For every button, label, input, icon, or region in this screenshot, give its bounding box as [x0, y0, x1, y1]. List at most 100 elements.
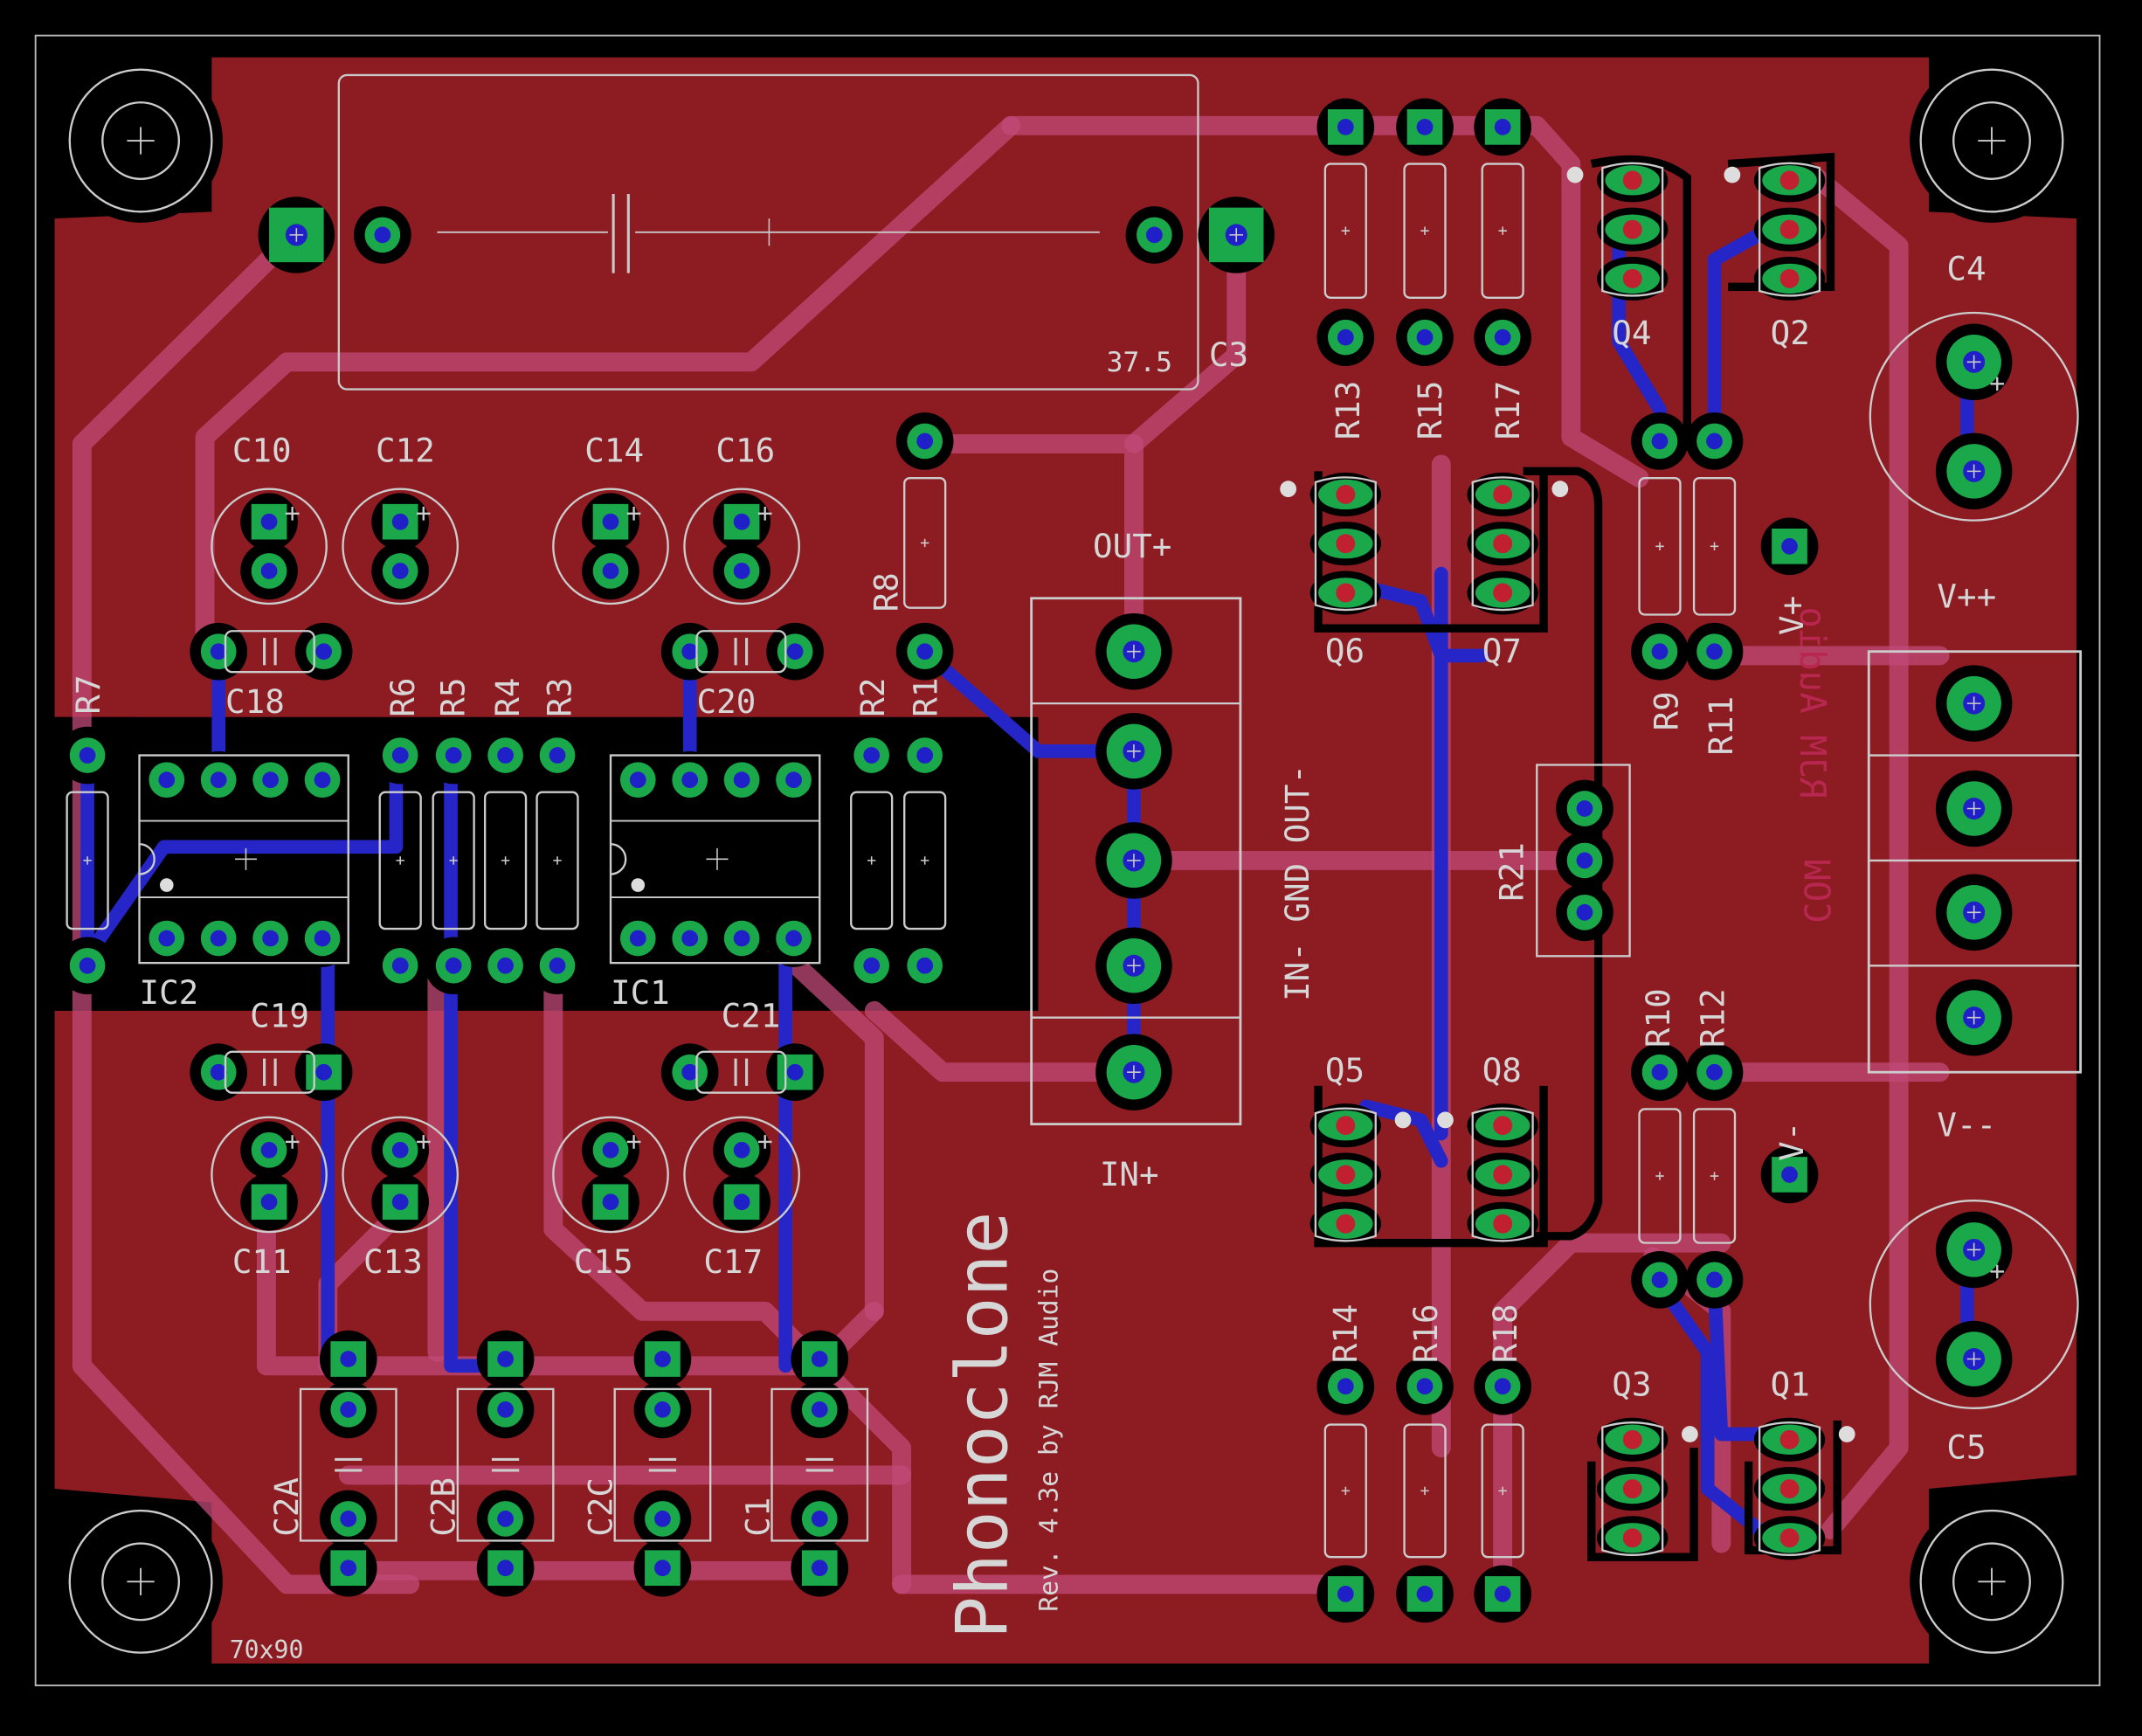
- resistor-r11-pin-2[interactable]: [1685, 622, 1744, 681]
- ic2-pin-top-4[interactable]: [294, 750, 351, 809]
- cap-c2b[interactable]: [456, 1387, 555, 1542]
- resistor-r15-pin-2[interactable]: [1396, 308, 1454, 366]
- c3-pad-4[interactable]: [1198, 197, 1275, 273]
- transistor-q5[interactable]: [1314, 1107, 1412, 1242]
- resistor-r7-pin-2[interactable]: [59, 937, 116, 995]
- transistor-q5-pin-1[interactable]: [1309, 1103, 1381, 1148]
- resistor-r8-pin-1[interactable]: [895, 412, 954, 470]
- power-connector[interactable]: [1867, 650, 2083, 1074]
- resistor-r3-pin-2[interactable]: [529, 937, 586, 995]
- cap-c21[interactable]: [695, 1050, 787, 1094]
- power-connector-pin-2[interactable]: [1935, 770, 2013, 847]
- cap-c2c[interactable]: [613, 1387, 712, 1542]
- transistor-q2-pin-1[interactable]: [1753, 158, 1826, 203]
- transistor-q6-pin-3[interactable]: [1309, 571, 1381, 615]
- io-connector[interactable]: [1030, 597, 1242, 1126]
- resistor-r11[interactable]: [1692, 476, 1737, 616]
- cap-c2a-pin-2[interactable]: [319, 1380, 377, 1439]
- resistor-r13-pin-1[interactable]: [1316, 98, 1375, 156]
- resistor-r2[interactable]: [850, 791, 894, 930]
- cap-c2c-pin-4[interactable]: [633, 1539, 692, 1597]
- resistor-r4-pin-2[interactable]: [476, 937, 535, 995]
- transistor-q8-pin-1[interactable]: [1467, 1103, 1538, 1148]
- ic2[interactable]: [138, 754, 349, 965]
- resistor-r1-pin-1[interactable]: [895, 726, 954, 785]
- resistor-r14-pin-2[interactable]: [1316, 1565, 1375, 1623]
- transistor-q7-pin-2[interactable]: [1467, 522, 1538, 566]
- cap-c18-pin-2[interactable]: [294, 622, 353, 681]
- transistor-q4-pin-1[interactable]: [1597, 158, 1669, 203]
- cap-c4-pin-2[interactable]: [1935, 432, 2013, 510]
- trimmer-r21-pin-1[interactable]: [1556, 779, 1613, 838]
- resistor-r10-pin-1[interactable]: [1631, 1043, 1689, 1102]
- transistor-q6-pin-1[interactable]: [1309, 472, 1381, 516]
- transistor-q7-pin-1[interactable]: [1467, 472, 1538, 516]
- cap-c2b-pin-4[interactable]: [476, 1539, 535, 1597]
- resistor-r12-pin-2[interactable]: [1685, 1251, 1744, 1309]
- cap-c2b-pin-3[interactable]: [476, 1490, 535, 1548]
- cap-c17[interactable]: [683, 1116, 800, 1234]
- resistor-r15[interactable]: [1403, 163, 1447, 299]
- c3-capacitor[interactable]: [337, 73, 1199, 391]
- cap-c2a-pin-4[interactable]: [319, 1539, 377, 1597]
- cap-c2b-pin-2[interactable]: [476, 1380, 535, 1439]
- trimmer-r21[interactable]: [1536, 764, 1631, 958]
- resistor-r18-pin-1[interactable]: [1474, 1357, 1531, 1415]
- resistor-r16-pin-2[interactable]: [1396, 1565, 1454, 1623]
- resistor-r14-pin-1[interactable]: [1316, 1357, 1375, 1415]
- cap-c12-pin-1[interactable]: [371, 493, 430, 551]
- cap-c16-pin-1[interactable]: [713, 493, 770, 551]
- resistor-r10-pin-2[interactable]: [1631, 1251, 1689, 1309]
- cap-c10-pin-1[interactable]: [240, 493, 298, 551]
- transistor-q1[interactable]: [1758, 1421, 1855, 1556]
- cap-c19-pin-2[interactable]: [294, 1043, 353, 1102]
- resistor-r9-pin-1[interactable]: [1631, 412, 1689, 470]
- transistor-q8-pin-3[interactable]: [1467, 1201, 1538, 1246]
- transistor-q1-pin-1[interactable]: [1753, 1417, 1826, 1462]
- cap-c13-pin-1[interactable]: [371, 1121, 430, 1179]
- resistor-r9-pin-2[interactable]: [1631, 622, 1689, 681]
- transistor-q3[interactable]: [1601, 1421, 1698, 1556]
- transistor-q4-pin-2[interactable]: [1597, 207, 1669, 252]
- power-connector-pin-3[interactable]: [1935, 874, 2013, 951]
- cap-c20-pin-1[interactable]: [660, 622, 719, 681]
- ic1-pin-bottom-4[interactable]: [764, 909, 823, 967]
- cap-c14[interactable]: [552, 488, 669, 605]
- ic1-pin-bottom-1[interactable]: [609, 909, 667, 967]
- cap-c2a[interactable]: [299, 1387, 397, 1542]
- resistor-r17-pin-1[interactable]: [1474, 98, 1531, 156]
- cap-c10-pin-2[interactable]: [240, 542, 298, 600]
- cap-c5-pin-2[interactable]: [1935, 1320, 2013, 1398]
- resistor-r3-pin-1[interactable]: [529, 726, 586, 785]
- resistor-r2-pin-2[interactable]: [842, 937, 901, 995]
- transistor-q3-pin-3[interactable]: [1597, 1516, 1669, 1560]
- resistor-r5-pin-1[interactable]: [425, 726, 483, 785]
- cap-c20[interactable]: [695, 630, 787, 674]
- transistor-q4[interactable]: [1566, 162, 1664, 297]
- io-connector-pin-4[interactable]: [1095, 927, 1172, 1005]
- resistor-r15-pin-1[interactable]: [1396, 98, 1454, 156]
- transistor-q8[interactable]: [1437, 1107, 1534, 1242]
- cap-c15-pin-2[interactable]: [582, 1172, 639, 1231]
- resistor-r17-pin-2[interactable]: [1474, 308, 1531, 366]
- cap-c17-pin-1[interactable]: [713, 1121, 770, 1179]
- cap-c1[interactable]: [770, 1387, 869, 1542]
- resistor-r16-pin-1[interactable]: [1396, 1357, 1454, 1415]
- transistor-q3-pin-1[interactable]: [1597, 1417, 1669, 1462]
- resistor-r13[interactable]: [1323, 163, 1367, 299]
- ic1-pin-top-2[interactable]: [660, 750, 719, 809]
- cap-c18-pin-1[interactable]: [190, 622, 248, 681]
- transistor-q7-pin-3[interactable]: [1467, 571, 1538, 615]
- transistor-q1-pin-3[interactable]: [1753, 1516, 1826, 1560]
- transistor-q2-pin-3[interactable]: [1753, 256, 1826, 301]
- cap-c19[interactable]: [224, 1050, 315, 1094]
- transistor-q5-pin-3[interactable]: [1309, 1201, 1381, 1246]
- ic1-pin-top-1[interactable]: [609, 750, 667, 809]
- cap-c2c-pin-1[interactable]: [633, 1330, 692, 1388]
- cap-c2a-pin-1[interactable]: [319, 1330, 377, 1388]
- cap-c11[interactable]: [211, 1116, 328, 1234]
- resistor-r8[interactable]: [903, 476, 947, 609]
- resistor-r5[interactable]: [432, 791, 475, 930]
- cap-c17-pin-2[interactable]: [713, 1172, 770, 1231]
- transistor-q2[interactable]: [1724, 162, 1821, 297]
